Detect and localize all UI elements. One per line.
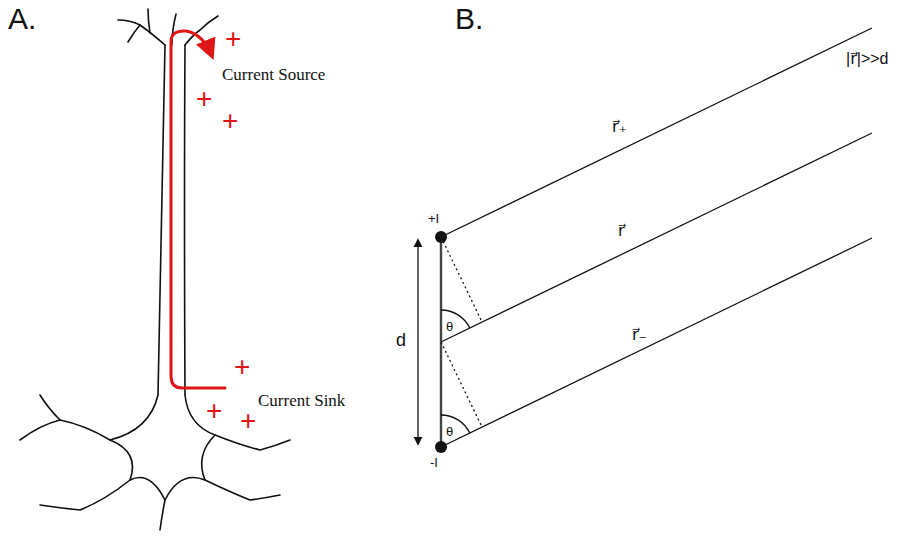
projection-line: [441, 342, 482, 427]
dendrite: [160, 500, 165, 530]
charge-point: [435, 231, 447, 243]
dendrite: [40, 480, 130, 510]
dendrite: [128, 25, 140, 42]
charge-point: [435, 441, 447, 453]
dendrite: [118, 20, 165, 45]
angle-label: θ: [446, 320, 453, 334]
panel-letter: B.: [455, 2, 483, 35]
charge-sign: +: [240, 406, 256, 437]
dendrite: [20, 420, 110, 440]
current-source-label: Current Source: [222, 66, 325, 85]
angle-arc: [441, 415, 470, 433]
charge-label: -I: [430, 456, 438, 470]
apical-trunk: [158, 45, 165, 395]
dimension-arrow: [417, 240, 418, 444]
current-sink-label: Current Sink: [258, 392, 345, 411]
vector-label: r⃗: [618, 222, 625, 240]
ray-r-minus: [441, 238, 872, 447]
current-path: [171, 31, 225, 388]
projection-line: [441, 237, 482, 322]
charge-sign: +: [196, 84, 212, 115]
dendrite: [40, 395, 60, 420]
charge-label: +I: [428, 212, 439, 226]
charge-sign: +: [225, 24, 241, 55]
charge-sign: +: [206, 396, 222, 427]
ray-r: [441, 133, 872, 342]
apical-trunk: [184, 45, 186, 395]
dendrite: [172, 14, 176, 45]
vector-label: r⃗₊: [612, 118, 627, 136]
dendrite: [205, 480, 280, 500]
dimension-label: d: [396, 331, 406, 351]
angle-label: θ: [446, 425, 453, 439]
charge-sign: +: [222, 106, 238, 137]
panel-letter: A.: [8, 2, 36, 35]
charge-sign: +: [234, 352, 250, 383]
far-field-condition: |r⃗|>>d: [846, 50, 888, 68]
dendrite: [215, 435, 290, 450]
ray-r-plus: [441, 28, 872, 237]
vector-label: r⃗₋: [632, 326, 647, 344]
angle-arc: [441, 310, 470, 328]
dendrite: [148, 9, 150, 33]
